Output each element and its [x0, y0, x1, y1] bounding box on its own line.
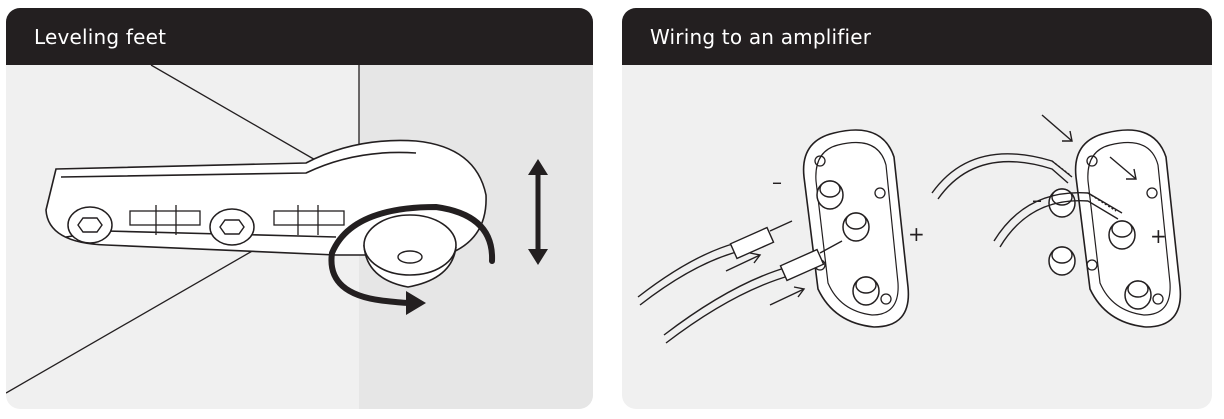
leveling-foot	[363, 214, 457, 288]
wiring-illustration: – +	[622, 65, 1212, 409]
binding-post-lower-left-right	[1048, 246, 1076, 276]
leveling-feet-illustration	[6, 65, 593, 409]
binding-post-bottom-left	[852, 276, 880, 306]
insert-arrow-icon-right-1	[1041, 114, 1073, 142]
minus-label-left: –	[772, 170, 782, 194]
wiring-panel: Wiring to an amplifier	[622, 8, 1212, 409]
plus-label-left: +	[908, 222, 925, 246]
bracket-slots	[129, 205, 345, 235]
bare-wire-cables	[931, 153, 1123, 248]
bolt-2	[209, 208, 255, 246]
binding-post-positive-left	[842, 212, 870, 242]
binding-post-negative-left	[816, 180, 844, 210]
insert-arrow-icon-left-2	[769, 286, 806, 306]
height-adjust-arrow-icon	[528, 159, 548, 265]
banana-plug-cables	[637, 220, 843, 344]
cabinet-edge-bottom	[6, 249, 255, 394]
cabinet-edge-top	[150, 65, 325, 166]
binding-post-positive-right	[1108, 220, 1136, 250]
wiring-drawing: – +	[637, 114, 1182, 344]
rotate-arrow-icon	[328, 203, 496, 315]
insert-arrow-icon-right-2	[1109, 156, 1137, 180]
leveling-feet-title: Leveling feet	[34, 24, 167, 49]
leveling-feet-panel: Leveling feet	[6, 8, 593, 409]
wiring-title: Wiring to an amplifier	[650, 24, 872, 49]
plus-label-right: +	[1150, 224, 1167, 248]
binding-post-bottom-right	[1124, 280, 1152, 310]
leveling-feet-header: Leveling feet	[6, 8, 593, 65]
insert-arrow-icon-left-1	[725, 252, 762, 272]
minus-label-right: –	[1032, 188, 1042, 212]
wiring-header: Wiring to an amplifier	[622, 8, 1212, 65]
leveling-feet-drawing	[6, 65, 593, 409]
bolt-1	[67, 206, 113, 244]
